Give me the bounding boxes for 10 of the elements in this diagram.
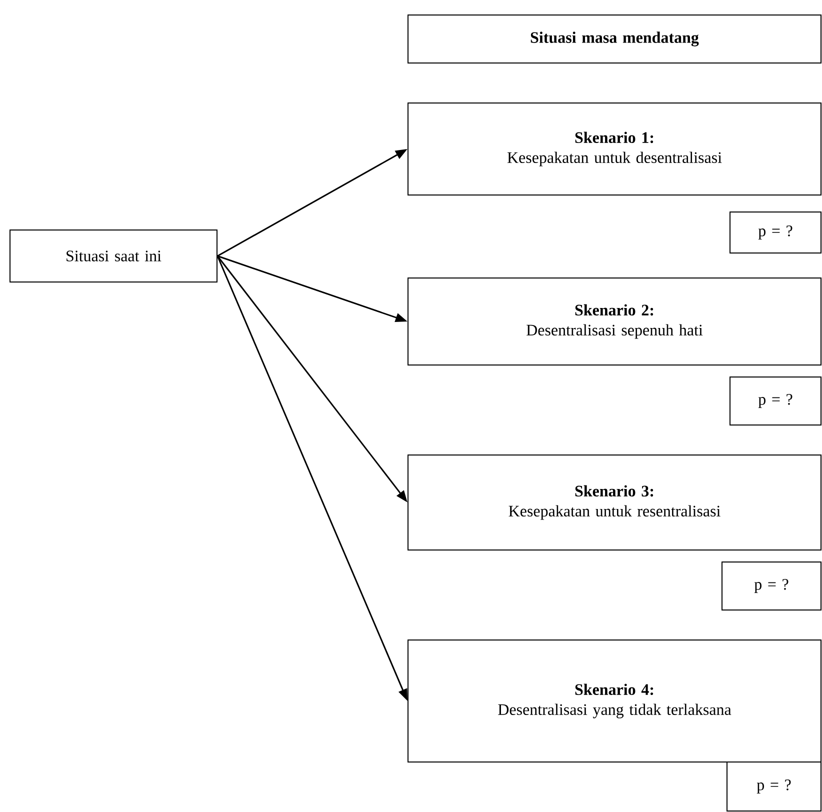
probability-box: p = ? — [730, 212, 822, 254]
scenario-box: Skenario 3: Kesepakatan untuk resentralisasi — [408, 454, 822, 550]
scenario-box: Skenario 1: Kesepakatan untuk desentralisasi — [408, 102, 822, 196]
scenario-box: Skenario 4: Desentralisasi yang tidak terlaksana — [408, 640, 822, 762]
start-box: Situasi saat ini — [10, 230, 218, 282]
probability-box: p = ? — [722, 562, 822, 610]
probability-box: p = ? — [730, 376, 822, 426]
scenario-box: Skenario 2: Desentralisasi sepenuh hati — [408, 278, 822, 366]
heading-box: Situasi masa mendatang — [408, 14, 822, 64]
probability-box: p = ? — [726, 762, 822, 812]
